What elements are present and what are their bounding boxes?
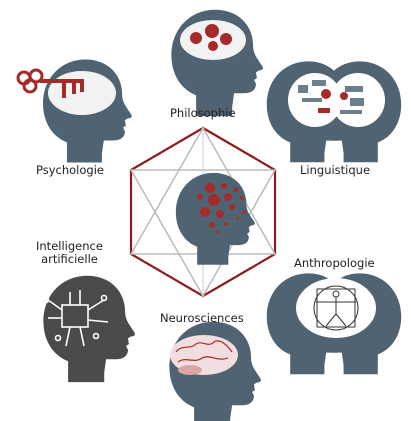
central-head-icon xyxy=(175,172,255,265)
label-ia-line1: Intelligence xyxy=(36,239,103,253)
linguistique-heads-icon xyxy=(266,61,402,163)
label-anthropologie: Anthropologie xyxy=(294,256,375,270)
label-psychologie: Psychologie xyxy=(36,163,104,177)
philosophie-head-icon xyxy=(171,9,263,117)
label-linguistique: Linguistique xyxy=(300,163,371,177)
label-philosophie: Philosophie xyxy=(170,106,236,120)
ia-circuit-head-icon xyxy=(42,275,135,383)
neurosciences-head-icon xyxy=(169,321,261,421)
label-intelligence-artificielle: Intelligence artificielle xyxy=(36,240,103,266)
anthropologie-heads-icon xyxy=(266,273,402,375)
brain-icon xyxy=(170,335,238,375)
key-icon xyxy=(16,68,84,98)
vitruvian-man-icon xyxy=(313,285,359,331)
psychologie-head-icon xyxy=(16,59,132,163)
label-neurosciences: Neurosciences xyxy=(160,311,244,325)
label-ia-line2: artificielle xyxy=(41,252,98,266)
